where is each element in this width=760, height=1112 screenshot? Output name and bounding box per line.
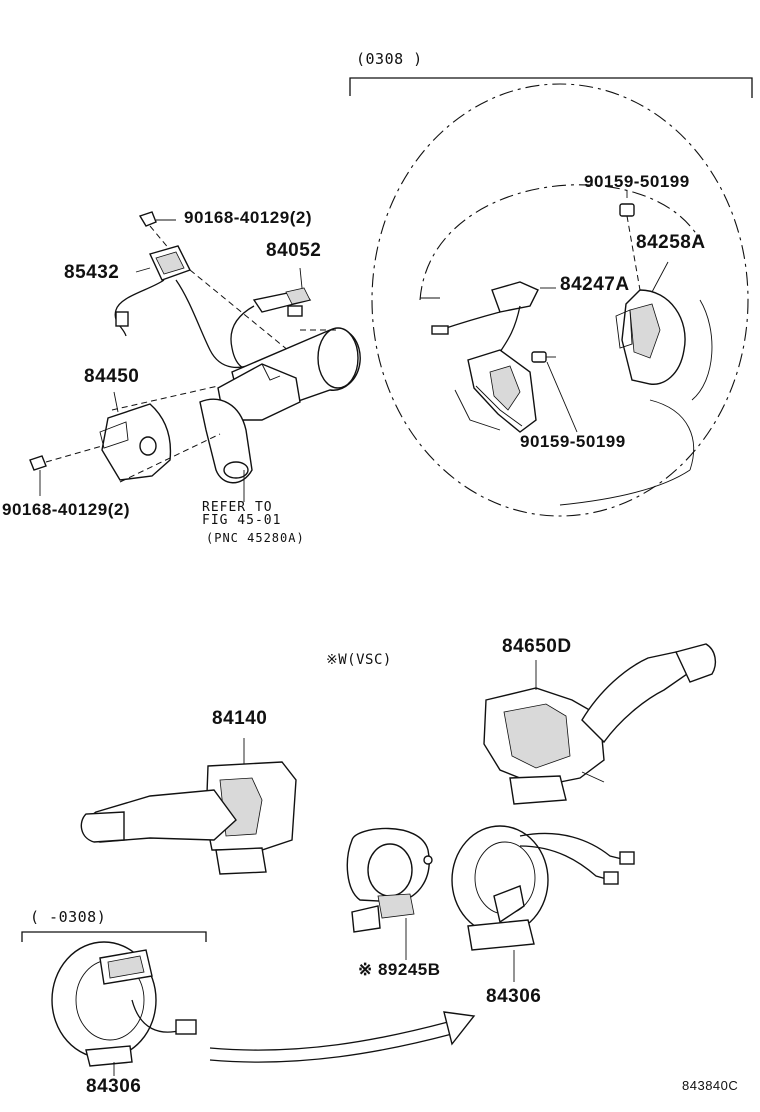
part-label-90159-bottom[interactable]: 90159-50199 [520, 432, 626, 451]
refer-note-line2: FIG 45-01 [202, 513, 282, 528]
part-label-84052[interactable]: 84052 [266, 240, 322, 261]
light-switch-84140 [80, 738, 297, 875]
part-label-90159-top[interactable]: 90159-50199 [584, 172, 690, 191]
spiral-cable-84306-left [51, 941, 197, 1076]
part-label-84450[interactable]: 84450 [84, 366, 140, 387]
part-label-90168-bottom[interactable]: 90168-40129(2) [2, 500, 130, 519]
steering-column [199, 327, 361, 502]
part-label-90168-top[interactable]: 90168-40129(2) [184, 208, 312, 227]
screw-90159-lower [531, 351, 578, 433]
part-label-89245b[interactable]: ※ 89245B [358, 960, 441, 979]
steering-wheel [371, 83, 749, 517]
screw-90168-top [138, 211, 176, 251]
spiral-cable-84306-right [451, 825, 635, 982]
bottom-range-label: ( -0308) [30, 908, 107, 926]
part-label-85432[interactable]: 85432 [64, 262, 120, 283]
horn-switch-84258a [615, 261, 686, 385]
part-label-84306-left[interactable]: 84306 [86, 1076, 142, 1097]
part-label-84247a[interactable]: 84247A [560, 274, 630, 295]
screw-90168-bottom [29, 445, 103, 496]
refer-note-line3: (PNC 45280A) [206, 531, 305, 545]
catalog-code: 843840C [682, 1078, 739, 1093]
part-label-84306-right[interactable]: 84306 [486, 986, 542, 1007]
horn-harness-84247a [431, 281, 556, 353]
part-label-84650d[interactable]: 84650D [502, 636, 572, 657]
top-range-bracket [349, 77, 753, 98]
switch-body-84450 [99, 385, 221, 483]
part-label-84258a[interactable]: 84258A [636, 232, 706, 253]
replacement-arrow [209, 1011, 476, 1063]
steering-sensor-89245b [346, 827, 433, 960]
horn-pad-switch-lower [467, 349, 537, 433]
top-range-label: (0308 ) [356, 50, 423, 68]
part-label-84140[interactable]: 84140 [212, 708, 268, 729]
wiper-switch-84650d [483, 643, 717, 805]
bottom-range-bracket [21, 931, 207, 942]
sensor-85432 [114, 245, 301, 369]
vsc-note: ※W(VSC) [326, 652, 392, 668]
screw-90159-upper [619, 190, 641, 291]
refer-note-line1: REFER TO [202, 500, 273, 515]
